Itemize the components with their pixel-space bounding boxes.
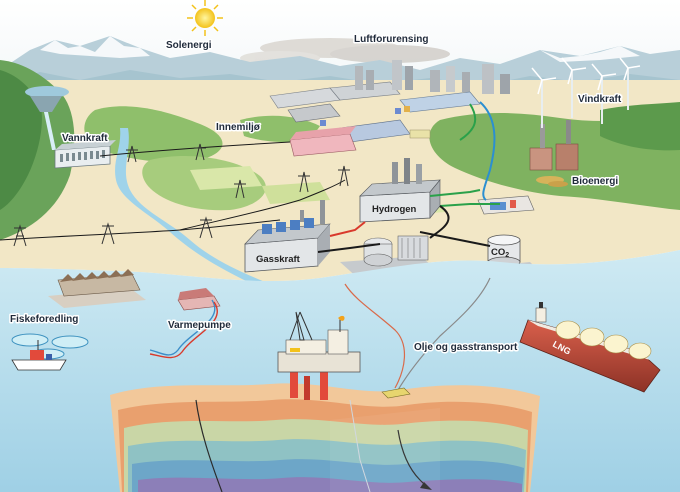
svg-text:Bioenergi: Bioenergi [572,176,618,187]
seabed-cross-section [110,383,540,492]
hydro-dam [25,86,69,150]
subsea-template [381,387,411,399]
label-co2: CO2 [491,247,509,259]
fuel-station [477,195,535,215]
label-luftforurensing: Luftforurensing [354,34,428,45]
svg-text:Fiskeforedling: Fiskeforedling [10,314,78,325]
city-cluster [269,60,510,157]
gas-pipelines [344,277,491,391]
svg-text:Vindkraft: Vindkraft [578,94,622,105]
label-innemiljo: Innemiljø [216,122,261,133]
svg-text:Solenergi: Solenergi [166,40,212,51]
svg-text:Vannkraft: Vannkraft [62,133,108,144]
oil-platform-icon [277,311,361,400]
label-solenergi: Solenergi [166,40,212,51]
heat-pump-pipes [149,299,218,359]
label-vindkraft: Vindkraft [578,94,622,105]
svg-text:Varmepumpe: Varmepumpe [168,320,231,331]
label-olje-og-gasstransport: Olje og gasstransport [414,342,518,353]
svg-text:Innemiljø: Innemiljø [216,122,261,133]
gas-power-plant [244,200,331,273]
bioenergy-plant [529,120,579,187]
fish-farm-pens [11,333,89,360]
heat-pump-building [177,288,221,311]
label-vannkraft: Vannkraft [62,133,108,144]
hydrogen-plant [359,158,441,223]
hydropower-station [54,140,116,169]
lng-ship-icon [519,302,661,393]
power-lines [0,141,346,241]
label-varmepumpe: Varmepumpe [168,320,231,331]
pollution-cloud [240,38,450,65]
sun-icon [187,0,223,36]
wind-turbine-icon [531,57,641,128]
power-pylon-icon [13,143,350,247]
label-fiskeforedling: Fiskeforedling [10,314,78,325]
svg-text:Olje og gasstransport: Olje og gasstransport [414,342,518,353]
fish-processing-plant [48,269,146,308]
fishing-boat-icon [11,340,67,371]
label-group: Solenergi Solenergi Luftforurensing Luft… [9,33,624,357]
label-hydrogen: Hydrogen [372,204,417,215]
svg-text:Luftforurensing: Luftforurensing [354,34,428,45]
energy-pipelines [317,101,500,253]
label-gasskraft: Gasskraft [256,254,301,265]
label-bioenergi: Bioenergi [572,176,618,187]
